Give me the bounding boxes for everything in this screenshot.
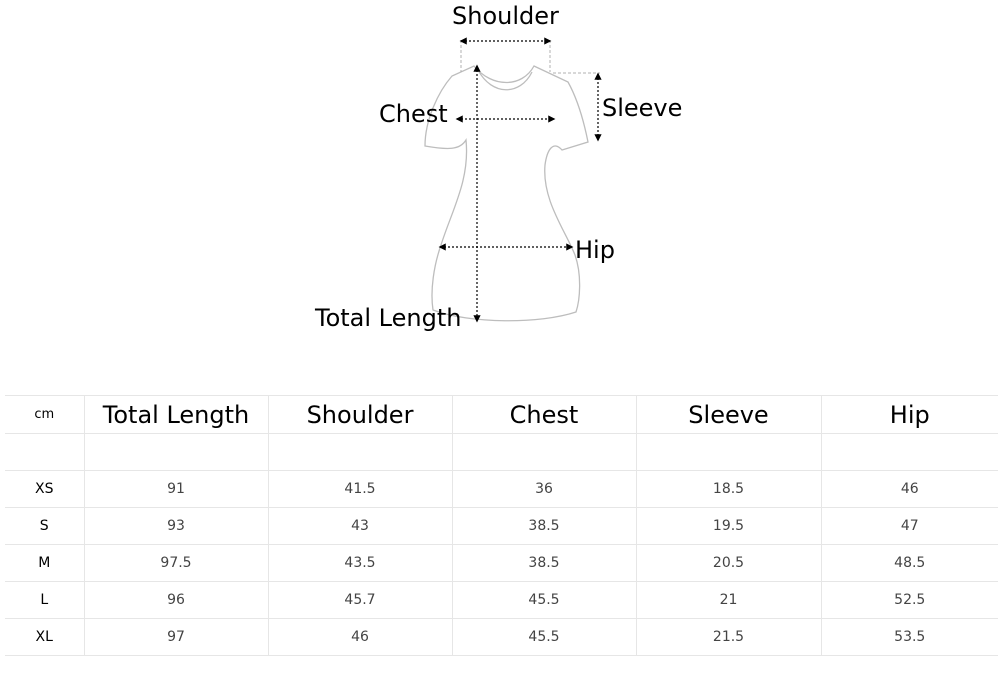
header-sleeve: Sleeve [635,395,821,434]
table-cell: 45.5 [451,618,636,656]
table-cell: 46 [267,618,452,656]
table-cell: 53.5 [820,618,998,656]
spacer-cell [267,433,452,471]
table-cell: 41.5 [267,470,452,508]
table-row: M 97.5 43.5 38.5 20.5 48.5 [5,544,998,582]
table-cell: 45.7 [267,581,452,619]
table-cell: 20.5 [635,544,821,582]
shoulder-label: Shoulder [452,2,559,30]
spacer-cell [5,433,84,471]
sleeve-label: Sleeve [602,94,683,122]
table-spacer-row [5,433,998,471]
measurement-diagram: Shoulder Chest Sleeve Hip Total Length [315,2,683,332]
spacer-cell [820,433,998,471]
dress-outline [424,65,589,322]
table-cell: 38.5 [451,544,636,582]
size-cell: M [5,544,84,582]
table-header-row: cm Total Length Shoulder Chest Sleeve Hi… [5,395,998,434]
total-length-label: Total Length [315,304,462,332]
table-cell: 21 [635,581,821,619]
table-cell: 19.5 [635,507,821,545]
size-cell: XL [5,618,84,656]
header-total-length: Total Length [83,395,268,434]
size-cell: L [5,581,84,619]
table-cell: 43 [267,507,452,545]
table-cell: 97.5 [83,544,268,582]
spacer-cell [83,433,268,471]
table-cell: 47 [820,507,998,545]
table-row: S 93 43 38.5 19.5 47 [5,507,998,545]
header-hip: Hip [820,395,998,434]
table-row: XL 97 46 45.5 21.5 53.5 [5,618,998,656]
unit-header: cm [5,395,84,434]
header-chest: Chest [451,395,636,434]
table-cell: 97 [83,618,268,656]
hip-label: Hip [575,236,615,264]
table-cell: 91 [83,470,268,508]
size-cell: S [5,507,84,545]
size-cell: XS [5,470,84,508]
table-cell: 96 [83,581,268,619]
table-row: L 96 45.7 45.5 21 52.5 [5,581,998,619]
table-cell: 18.5 [635,470,821,508]
header-shoulder: Shoulder [267,395,452,434]
table-cell: 21.5 [635,618,821,656]
table-row: XS 91 41.5 36 18.5 46 [5,470,998,508]
table-cell: 93 [83,507,268,545]
table-cell: 46 [820,470,998,508]
chest-label: Chest [379,100,448,128]
table-cell: 43.5 [267,544,452,582]
table-cell: 48.5 [820,544,998,582]
table-cell: 36 [451,470,636,508]
neckline [477,69,533,91]
dress-illustration [424,37,602,323]
table-cell: 52.5 [820,581,998,619]
size-chart-table: cm Total Length Shoulder Chest Sleeve Hi… [5,395,998,656]
spacer-cell [451,433,636,471]
table-cell: 45.5 [451,581,636,619]
table-cell: 38.5 [451,507,636,545]
spacer-cell [635,433,821,471]
